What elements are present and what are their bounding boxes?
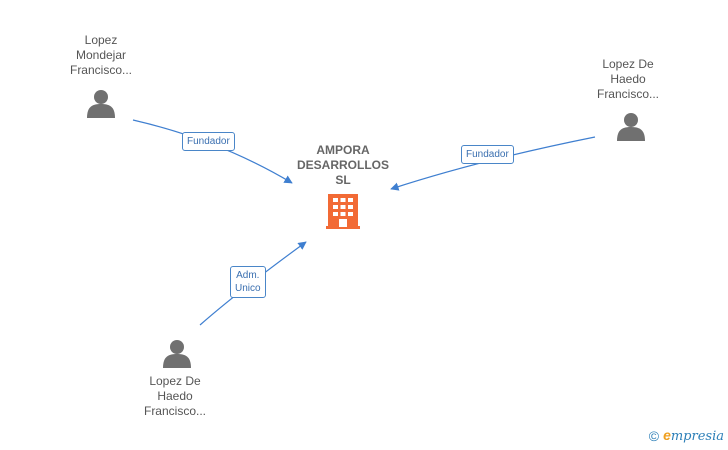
empresia-logo-text: mpresia	[670, 429, 724, 444]
person-icon[interactable]	[163, 340, 191, 368]
edge-label-admin: Adm. Unico	[230, 266, 266, 298]
edge-label-founder: Fundador	[461, 145, 514, 164]
building-icon[interactable]	[326, 194, 360, 229]
person-icon[interactable]	[87, 90, 115, 118]
edge-line-founder-1	[132, 119, 293, 184]
copyright-icon: ©	[648, 427, 660, 444]
person-name[interactable]: Lopez De Haedo Francisco...	[596, 57, 659, 101]
person-name[interactable]: Lopez De Haedo Francisco...	[143, 374, 206, 418]
empresia-watermark: © empresia	[649, 427, 724, 444]
person-icon[interactable]	[617, 113, 645, 141]
person-name[interactable]: Lopez Mondejar Francisco...	[69, 33, 132, 77]
empresia-logo-e: e	[663, 427, 671, 443]
company-name[interactable]: AMPORA DESARROLLOS SL	[296, 143, 389, 187]
edge-label-founder: Fundador	[182, 132, 235, 151]
